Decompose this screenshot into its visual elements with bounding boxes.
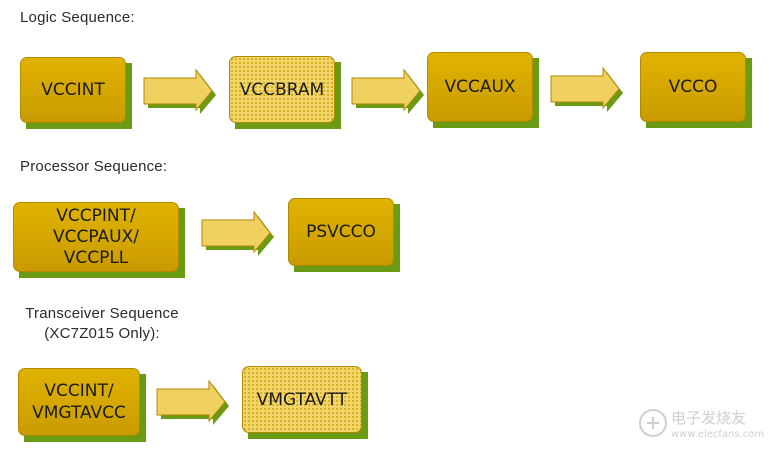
- logic-node-label: VCCBRAM: [229, 56, 335, 123]
- processor-sequence-title: Processor Sequence:: [20, 158, 168, 175]
- transceiver-node-vccint: VCCINT/ VMGTAVCC: [18, 368, 146, 442]
- watermark: 电子发烧友 www.elecfans.com: [637, 403, 764, 449]
- processor-arrow-1: [201, 208, 277, 256]
- logic-arrow-3: [550, 64, 626, 112]
- watermark-cn-text: 电子发烧友: [671, 409, 747, 427]
- right-arrow-icon: [156, 379, 229, 425]
- processor-node-vccpint: VCCPINT/ VCCPAUX/ VCCPLL: [13, 202, 185, 278]
- transceiver-node-label: VMGTAVTT: [242, 366, 362, 433]
- transceiver-sequence-title: Transceiver Sequence (XC7Z015 Only):: [25, 305, 179, 342]
- processor-node-label: VCCPINT/ VCCPAUX/ VCCPLL: [13, 202, 179, 272]
- right-arrow-icon: [351, 68, 424, 114]
- transceiver-node-vmgtavtt: VMGTAVTT: [242, 366, 368, 439]
- watermark-url: www.elecfans.com: [671, 429, 765, 440]
- logic-node-label: VCCO: [640, 52, 746, 122]
- processor-node-label: PSVCCO: [288, 198, 394, 266]
- logic-arrow-1: [143, 66, 219, 114]
- processor-node-psvcco: PSVCCO: [288, 198, 400, 272]
- right-arrow-icon: [201, 210, 274, 256]
- right-arrow-icon: [143, 68, 216, 114]
- logic-arrow-2: [351, 66, 427, 114]
- transceiver-node-label: VCCINT/ VMGTAVCC: [18, 368, 140, 436]
- logic-node-vccbram: VCCBRAM: [229, 56, 341, 129]
- circuit-logo-icon: [639, 409, 667, 437]
- right-arrow-icon: [550, 66, 623, 112]
- logic-node-vccaux: VCCAUX: [427, 52, 539, 128]
- logic-node-label: VCCINT: [20, 57, 126, 123]
- logic-node-vccint: VCCINT: [20, 57, 132, 129]
- logic-sequence-title: Logic Sequence:: [20, 9, 135, 26]
- logic-node-vcco: VCCO: [640, 52, 752, 128]
- transceiver-arrow-1: [156, 377, 232, 425]
- logic-node-label: VCCAUX: [427, 52, 533, 122]
